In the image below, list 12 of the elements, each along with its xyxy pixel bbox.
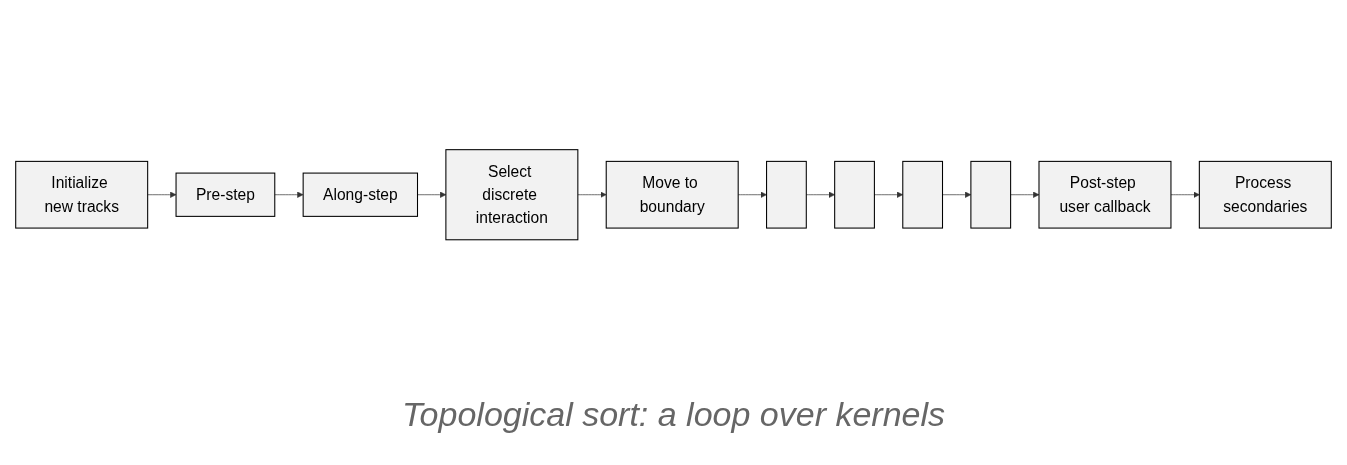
node-box: Along-step: [302, 172, 419, 218]
node-box: Move to boundary: [605, 161, 739, 229]
node-box: [834, 161, 875, 229]
node-box: Pre-step: [175, 172, 276, 218]
node-box: [766, 161, 807, 229]
caption: Topological sort: a loop over kernels: [401, 395, 946, 433]
node-box: [970, 161, 1012, 229]
node-box: Post-step user callback: [1038, 161, 1172, 229]
node-box: Initialize new tracks: [15, 161, 149, 229]
node-box: Select discrete interaction: [445, 149, 579, 241]
node-box: [902, 161, 944, 229]
node-box: Process secondaries: [1198, 161, 1332, 229]
